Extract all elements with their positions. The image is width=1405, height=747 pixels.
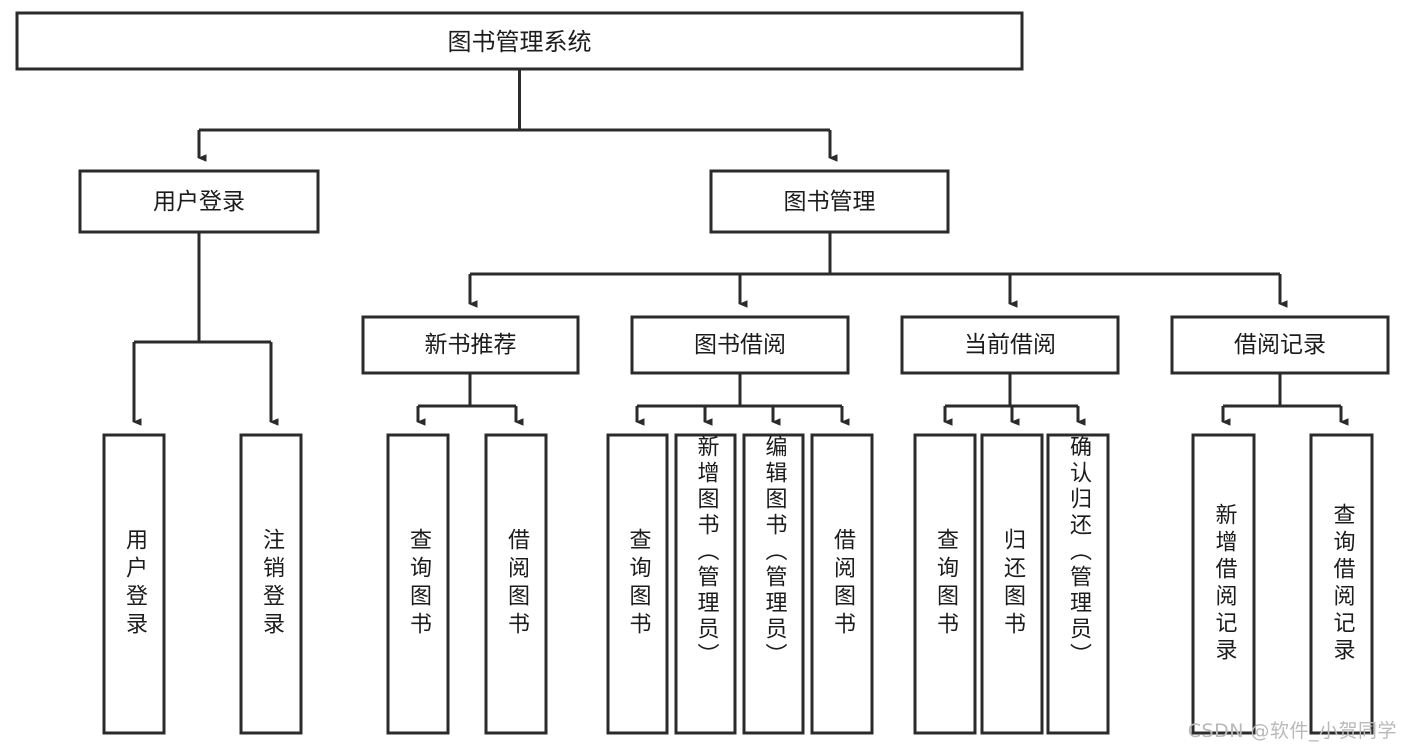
leaf-box-return-book[interactable] xyxy=(980,433,1044,735)
node-book-borrow[interactable]: 图书借阅 xyxy=(630,315,850,375)
node-root[interactable]: 图书管理系统 xyxy=(15,11,1024,71)
leaf-box-borrow-book-2[interactable] xyxy=(810,433,874,735)
connector-lines xyxy=(132,69,1349,426)
leaf-box-user-login[interactable] xyxy=(102,433,166,735)
leaf-box-query-record[interactable] xyxy=(1309,433,1374,735)
node-user-login-label: 用户登录 xyxy=(153,189,245,215)
node-book-manage-label: 图书管理 xyxy=(784,189,876,215)
node-book-borrow-label: 图书借阅 xyxy=(694,332,786,358)
leaf-box-add-record[interactable] xyxy=(1191,433,1256,735)
node-current-borrow[interactable]: 当前借阅 xyxy=(900,315,1120,375)
node-new-book-rec[interactable]: 新书推荐 xyxy=(361,315,580,375)
leaf-node-boxes xyxy=(102,433,1374,735)
leaf-box-add-book[interactable] xyxy=(674,433,737,735)
leaf-box-user-logout[interactable] xyxy=(239,433,303,735)
node-borrow-record[interactable]: 借阅记录 xyxy=(1170,315,1390,375)
node-borrow-record-label: 借阅记录 xyxy=(1234,332,1326,358)
leaf-box-query-book-2[interactable] xyxy=(606,433,669,735)
node-book-manage[interactable]: 图书管理 xyxy=(709,169,950,234)
node-user-login[interactable]: 用户登录 xyxy=(78,169,320,234)
node-current-borrow-label: 当前借阅 xyxy=(964,332,1056,358)
leaf-box-query-book-3[interactable] xyxy=(913,433,977,735)
leaf-box-borrow-book-1[interactable] xyxy=(484,433,548,735)
leaf-box-confirm-return[interactable] xyxy=(1046,433,1110,735)
watermark-text: CSDN @软件_小贺同学 xyxy=(1187,720,1397,742)
node-root-label: 图书管理系统 xyxy=(448,28,592,56)
leaf-box-query-book-1[interactable] xyxy=(386,433,450,735)
node-new-book-rec-label: 新书推荐 xyxy=(425,332,517,358)
leaf-box-edit-book[interactable] xyxy=(742,433,805,735)
